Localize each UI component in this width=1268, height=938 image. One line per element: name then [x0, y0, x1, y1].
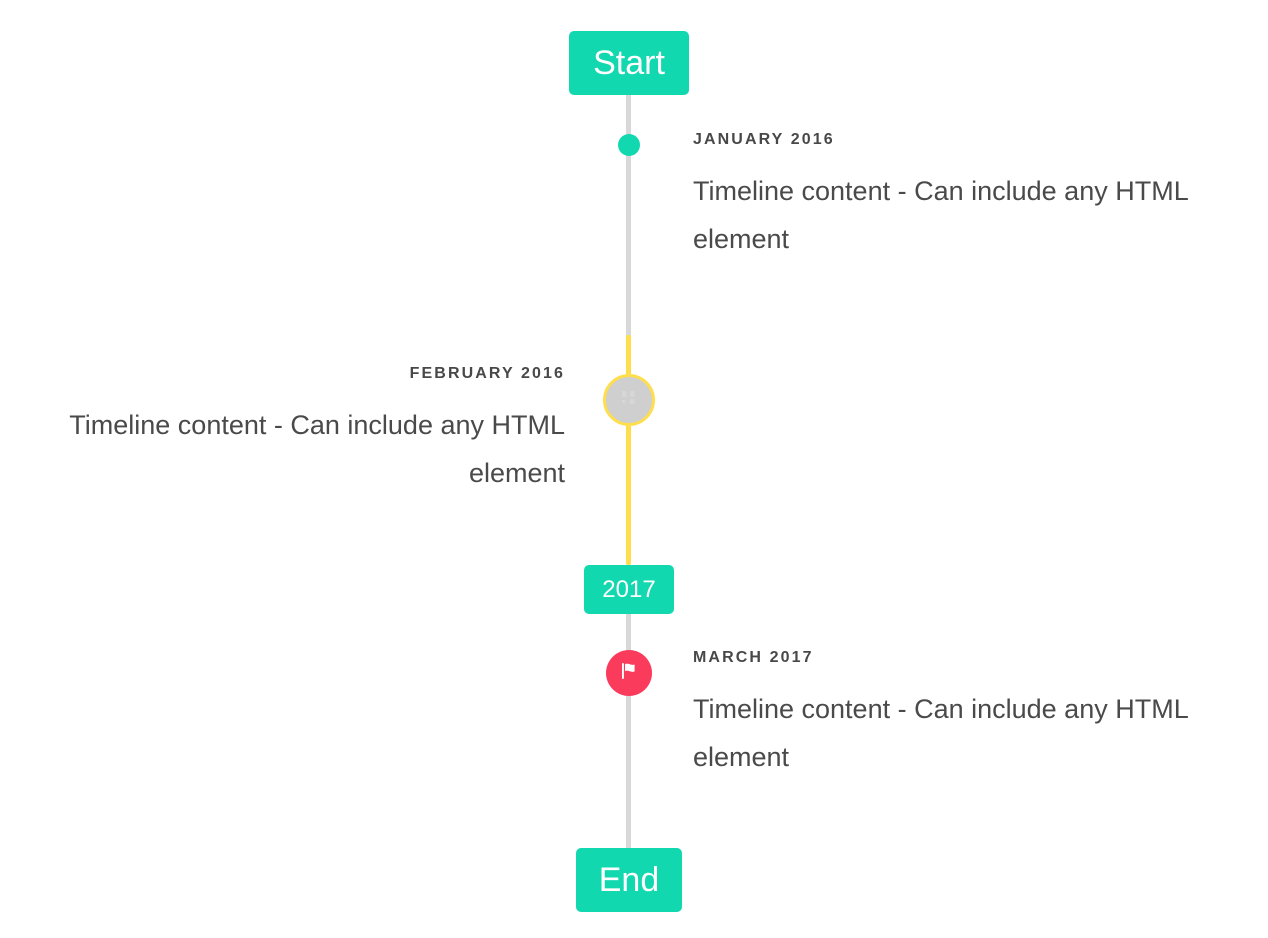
- flag-icon: [617, 659, 641, 688]
- timeline-entry-body: Timeline content - Can include any HTML …: [693, 176, 1188, 255]
- timeline-cap-year-label: 2017: [602, 575, 656, 603]
- timeline-marker-january[interactable]: [618, 134, 640, 156]
- timeline-marker-march[interactable]: [606, 650, 652, 696]
- timeline-cap-start[interactable]: Start: [569, 31, 689, 95]
- timeline-cap-start-label: Start: [593, 44, 665, 82]
- timeline-cap-year[interactable]: 2017: [584, 565, 674, 614]
- timeline-entry-date: FEBRUARY 2016: [409, 365, 565, 382]
- timeline-entry-february: FEBRUARY 2016 Timeline content - Can inc…: [24, 364, 565, 497]
- timeline-marker-february[interactable]: [603, 374, 655, 426]
- timeline-entry-body: Timeline content - Can include any HTML …: [693, 694, 1188, 773]
- timeline-entry-body: Timeline content - Can include any HTML …: [69, 410, 565, 489]
- timeline-spine-yellow: [626, 335, 631, 565]
- timeline-entry-date: JANUARY 2016: [693, 131, 835, 148]
- timeline-entry-march: MARCH 2017 Timeline content - Can includ…: [693, 648, 1233, 781]
- timeline-entry-january: JANUARY 2016 Timeline content - Can incl…: [693, 130, 1233, 263]
- timeline-cap-end-label: End: [598, 861, 660, 899]
- timeline-spine-gray-bottom: [626, 610, 631, 850]
- timeline-spine-gray-top: [626, 86, 631, 339]
- timeline-entry-date: MARCH 2017: [693, 649, 814, 666]
- placeholder-glyph-icon: [619, 388, 639, 413]
- timeline-cap-end[interactable]: End: [576, 848, 682, 912]
